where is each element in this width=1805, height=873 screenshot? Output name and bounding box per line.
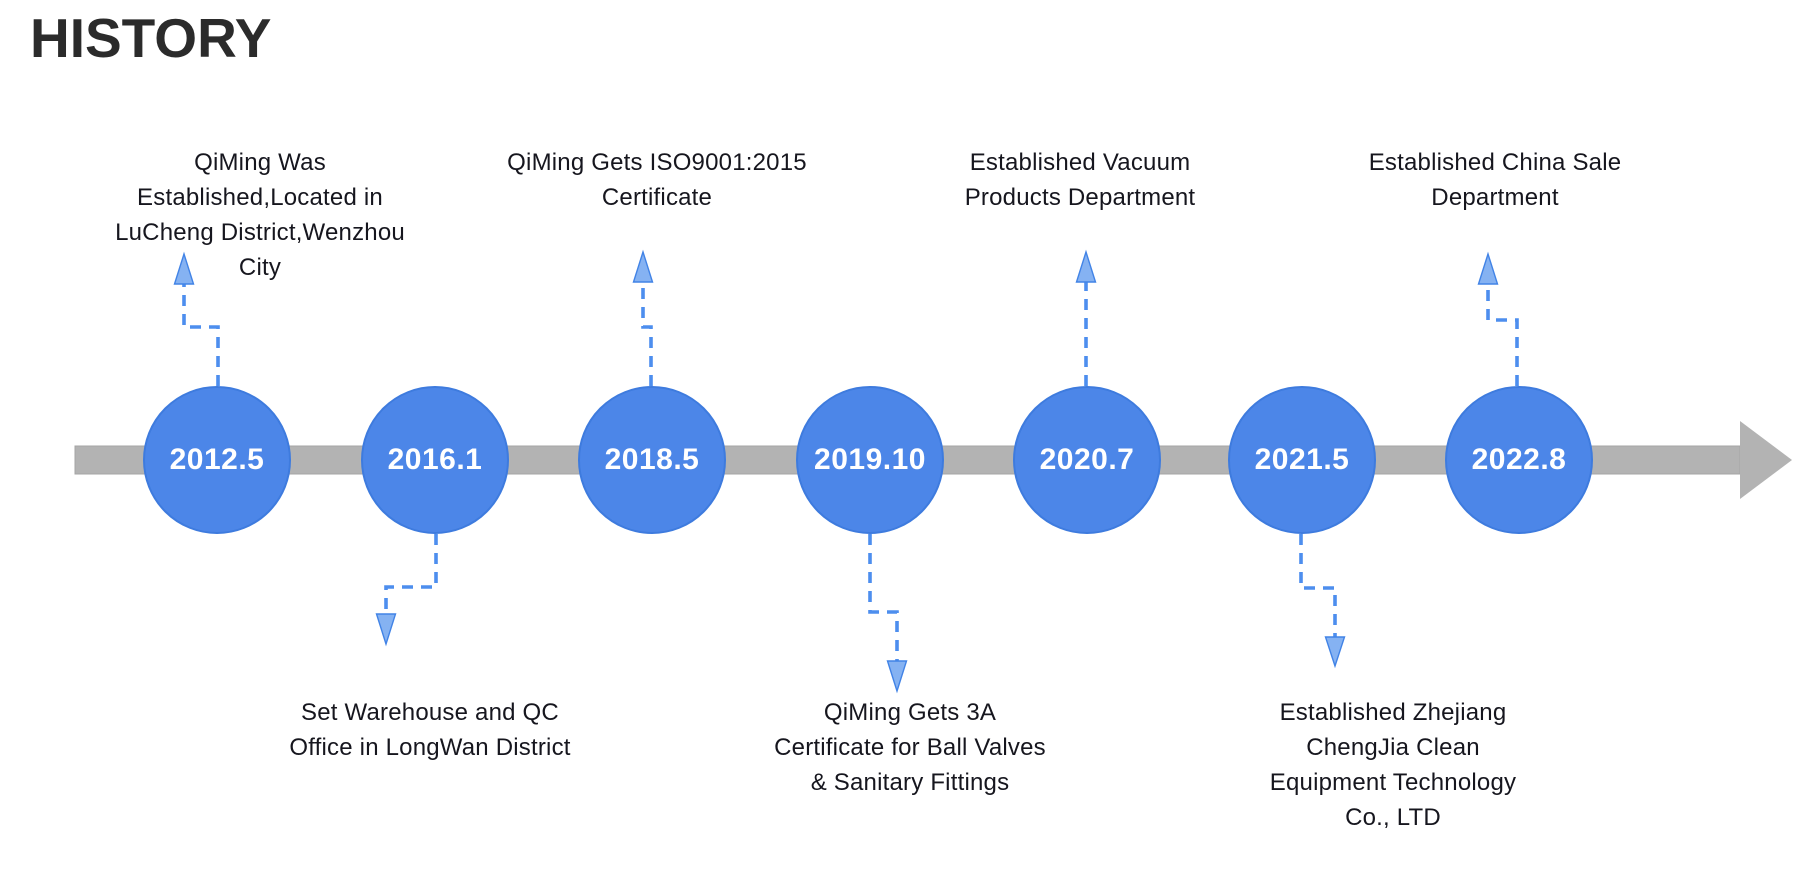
- milestone-circle: 2021.5: [1228, 386, 1376, 534]
- milestone-circle: 2016.1: [361, 386, 509, 534]
- milestone-label: QiMing Gets 3A Certificate for Ball Valv…: [774, 699, 1046, 796]
- milestone-label: Established Zhejiang ChengJia Clean Equi…: [1269, 699, 1517, 831]
- milestone-date: 2022.8: [1471, 443, 1567, 476]
- milestone-label: QiMing Was Established,Located in LuChen…: [115, 149, 405, 281]
- timeline-arrowhead-icon: [1740, 421, 1792, 499]
- connector-up-2020-icon: [1075, 249, 1097, 386]
- milestone-date: 2020.7: [1039, 443, 1135, 476]
- milestone-date: 2019.10: [814, 443, 926, 476]
- milestone-date: 2021.5: [1254, 443, 1350, 476]
- connector-up-2022-icon: [1477, 251, 1519, 386]
- connector-down-2016-icon: [375, 534, 438, 647]
- connector-up-2018-icon: [632, 249, 654, 386]
- connector-up-2012-icon: [173, 251, 220, 386]
- milestone-date: 2012.5: [169, 443, 265, 476]
- page-title: HISTORY: [30, 7, 272, 69]
- milestone-circle: 2020.7: [1013, 386, 1161, 534]
- milestone-date: 2018.5: [604, 443, 700, 476]
- connector-down-2021-icon: [1299, 534, 1346, 669]
- milestone-label: QiMing Gets ISO9001:2015 Certificate: [507, 149, 807, 211]
- milestone-circle: 2012.5: [143, 386, 291, 534]
- milestone-circle: 2022.8: [1445, 386, 1593, 534]
- milestone-circle: 2018.5: [578, 386, 726, 534]
- milestone-label: Established Vacuum Products Department: [964, 149, 1196, 211]
- milestone-label: Set Warehouse and QC Office in LongWan D…: [289, 699, 571, 761]
- milestone-label: Established China Sale Department: [1368, 149, 1622, 211]
- connector-down-2019-icon: [868, 534, 908, 694]
- milestone-date: 2016.1: [387, 443, 483, 476]
- milestone-circle: 2019.10: [796, 386, 944, 534]
